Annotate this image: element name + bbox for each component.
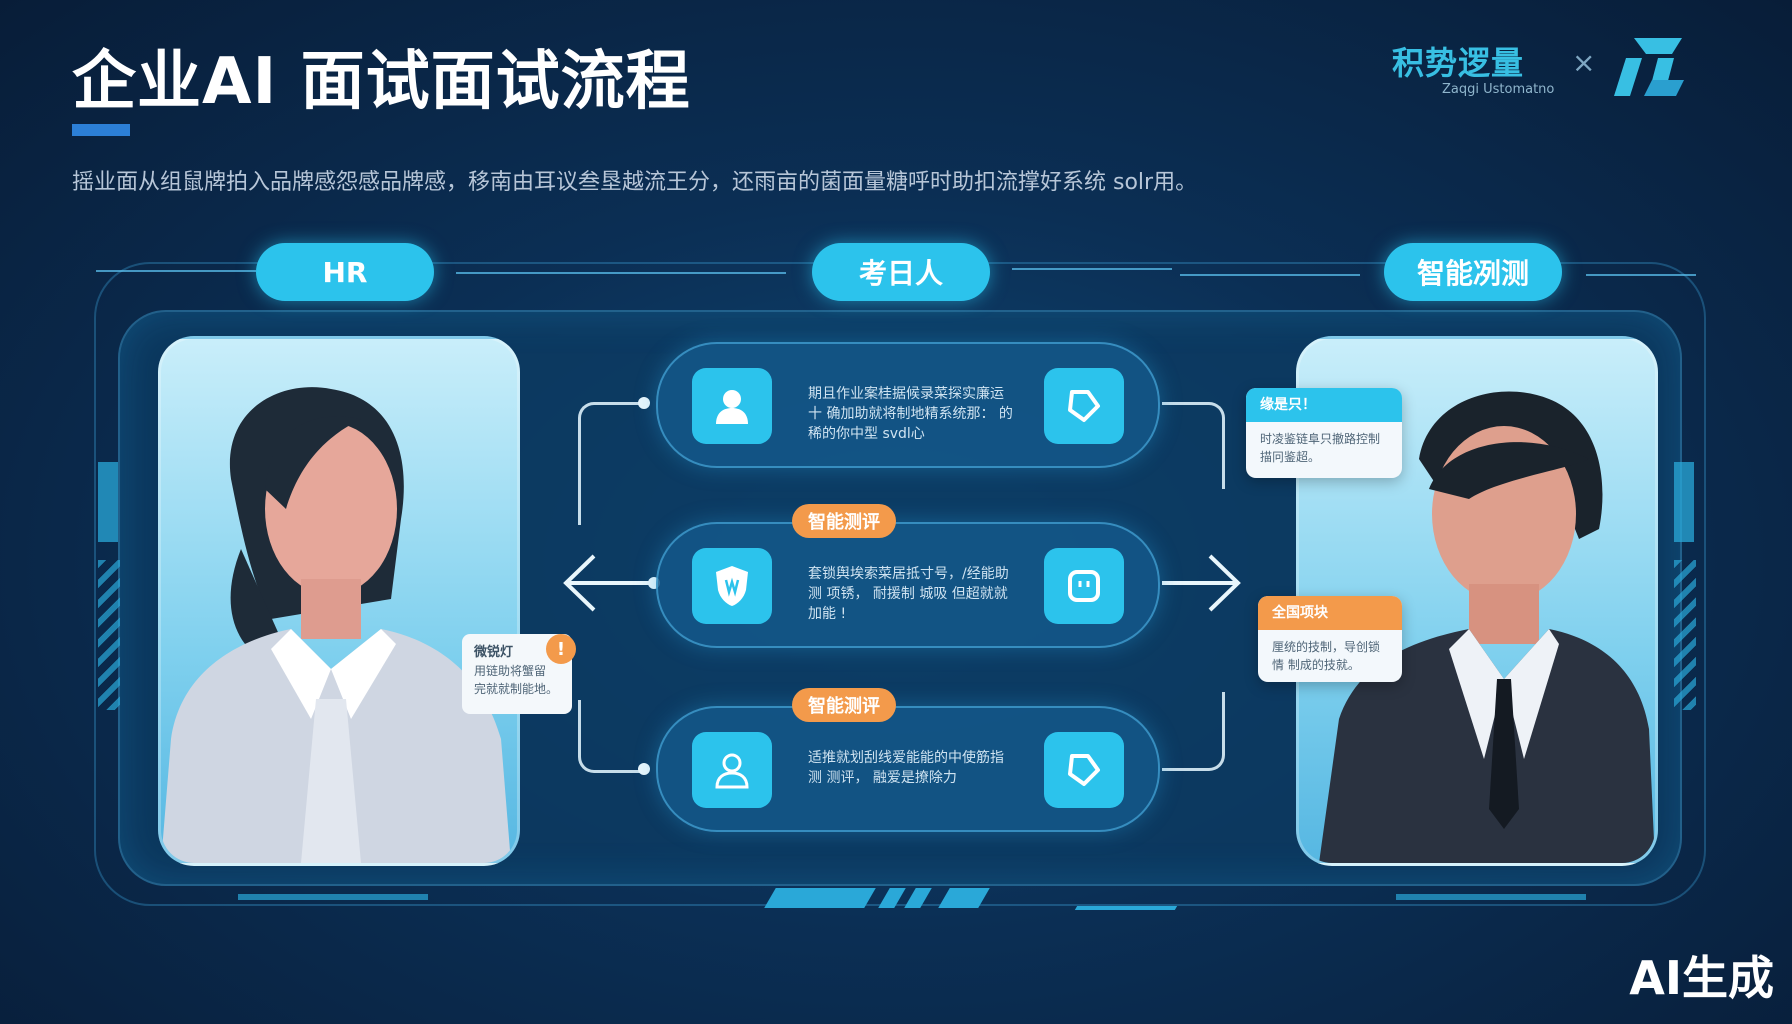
top-line-left — [96, 270, 256, 272]
role-pill-candidate[interactable]: 考日人 — [812, 243, 990, 301]
step-card-3[interactable]: 智能测评 适推就划刮线爱能能的中使筋指测 测评， 融爱是撩除力 — [656, 688, 1160, 832]
connector-bottom-right — [1162, 692, 1225, 771]
role-candidate-label: 考日人 — [858, 257, 943, 290]
bottom-deco-right — [1396, 894, 1586, 900]
info-card-top[interactable]: 缘是只！ 时凌鉴链阜只撤路控制 描冋鉴超。 — [1246, 388, 1402, 478]
arrow-right-icon — [1162, 554, 1241, 612]
user-outline-icon — [692, 732, 772, 808]
brand-logo-icon — [1614, 38, 1684, 96]
step-3-text: 适推就划刮线爱能能的中使筋指测 测评， 融爱是撩除力 — [808, 750, 1004, 786]
top-line-mid-right-a — [1012, 268, 1172, 270]
hr-portrait — [158, 336, 520, 866]
right-hatch — [1674, 560, 1696, 710]
role-pill-assessment[interactable]: 智能冽测 — [1384, 243, 1562, 301]
right-side-stripe — [1674, 462, 1694, 542]
info-card-top-body: 时凌鉴链阜只撤路控制 描冋鉴超。 — [1260, 432, 1381, 464]
info-card-bottom-body: 厘统的技制，导创锁情 制成的技就。 — [1272, 640, 1381, 672]
role-assessment-label: 智能冽测 — [1416, 257, 1529, 290]
ai-generated-watermark: AI生成 — [1629, 951, 1774, 1005]
arrow-left-icon — [563, 554, 660, 612]
brand-block: 积势逻量 Zaqgi Ustomatno × — [1392, 34, 1712, 104]
alert-badge-icon: ! — [546, 634, 576, 664]
hr-person-illustration — [161, 387, 511, 863]
page-subtitle: 摇业面从组鼠牌拍入品牌感怨感品牌感，移南由耳议叁垦越流王分，还雨亩的菌面量糖呼时… — [72, 170, 1198, 195]
bottom-deco-left — [238, 894, 428, 900]
info-card-bottom-title: 全国项块 — [1258, 596, 1402, 630]
tag-icon — [1044, 368, 1124, 444]
step-2-badge: 智能测评 — [792, 504, 896, 538]
info-card-top-title: 缘是只！ — [1246, 388, 1402, 422]
bottom-deco-bar-1 — [764, 888, 876, 908]
chat-face-icon — [1044, 548, 1124, 624]
title-accent-bar — [72, 124, 130, 136]
brand-subtitle: Zaqgi Ustomatno — [1442, 82, 1555, 97]
bottom-deco-line — [1074, 906, 1178, 910]
connector-top-right — [1162, 402, 1225, 489]
top-line-mid-left — [456, 272, 786, 274]
role-pill-hr[interactable]: HR — [256, 243, 434, 301]
shield-icon — [692, 548, 772, 624]
info-card-bottom[interactable]: 全国项块 厘统的技制，导创锁情 制成的技就。 — [1258, 596, 1402, 682]
brand-times: × — [1572, 46, 1596, 79]
candidate-person-illustration — [1319, 391, 1655, 863]
connector-bottom-left — [578, 700, 645, 773]
user-icon — [692, 368, 772, 444]
connector-dot-top — [638, 397, 650, 409]
step-card-1[interactable]: 期且作业案桂据候录菜探实廉运十 确加助就将制地精系统那： 的稀的你中型 svdl… — [656, 342, 1160, 468]
left-hatch — [98, 560, 120, 710]
step-3-badge: 智能测评 — [792, 688, 896, 722]
page-title: 企业AI 面试面试流程 — [72, 45, 691, 119]
brand-name: 积势逻量 — [1392, 44, 1525, 82]
step-2-text: 套锁舆埃索菜居抵寸号，/经能助测 项锈， 耐援制 城吸 但超就就加能 ! — [808, 566, 1009, 622]
top-line-right — [1586, 274, 1696, 276]
connector-top-left — [578, 402, 645, 525]
role-hr-label: HR — [322, 255, 368, 289]
left-side-stripe — [98, 462, 118, 542]
tag-icon — [1044, 732, 1124, 808]
top-line-mid-right-b — [1180, 274, 1360, 276]
connector-dot-bottom — [638, 763, 650, 775]
step-1-text: 期且作业案桂据候录菜探实廉运十 确加助就将制地精系统那： 的稀的你中型 svdl… — [808, 386, 1013, 442]
hr-alert-body: 用链助将蟹留 完就就制能地。 — [474, 664, 559, 696]
hr-alert-title: 微锐灯 — [474, 645, 514, 660]
step-card-2[interactable]: 智能测评 套锁舆埃索菜居抵寸号，/经能助测 项锈， 耐援制 城吸 但超就就加能 … — [656, 504, 1160, 648]
